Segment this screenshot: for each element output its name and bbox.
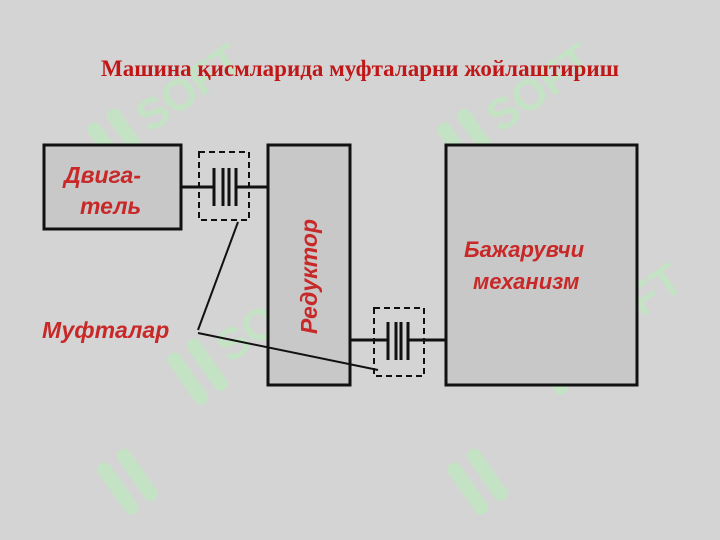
coupling-1 [198,151,250,221]
coupling-2 [373,307,425,377]
slide-title: Машина қисмларида муфталарни жойлаштириш [100,56,620,81]
engine-label-line1: Двига- [62,162,141,188]
reducer-label: Редуктор [296,219,322,334]
leader-line-coupling-2 [197,332,379,371]
actuator-box [444,143,639,387]
leader-line-coupling-1 [197,221,239,331]
actuator-label-line2: механизм [473,269,579,294]
engine-label-line2: тель [80,193,141,219]
reducer-box [266,143,352,387]
actuator-label-line1: Бажарувчи [464,237,585,262]
couplings-label: Муфталар [42,317,169,343]
